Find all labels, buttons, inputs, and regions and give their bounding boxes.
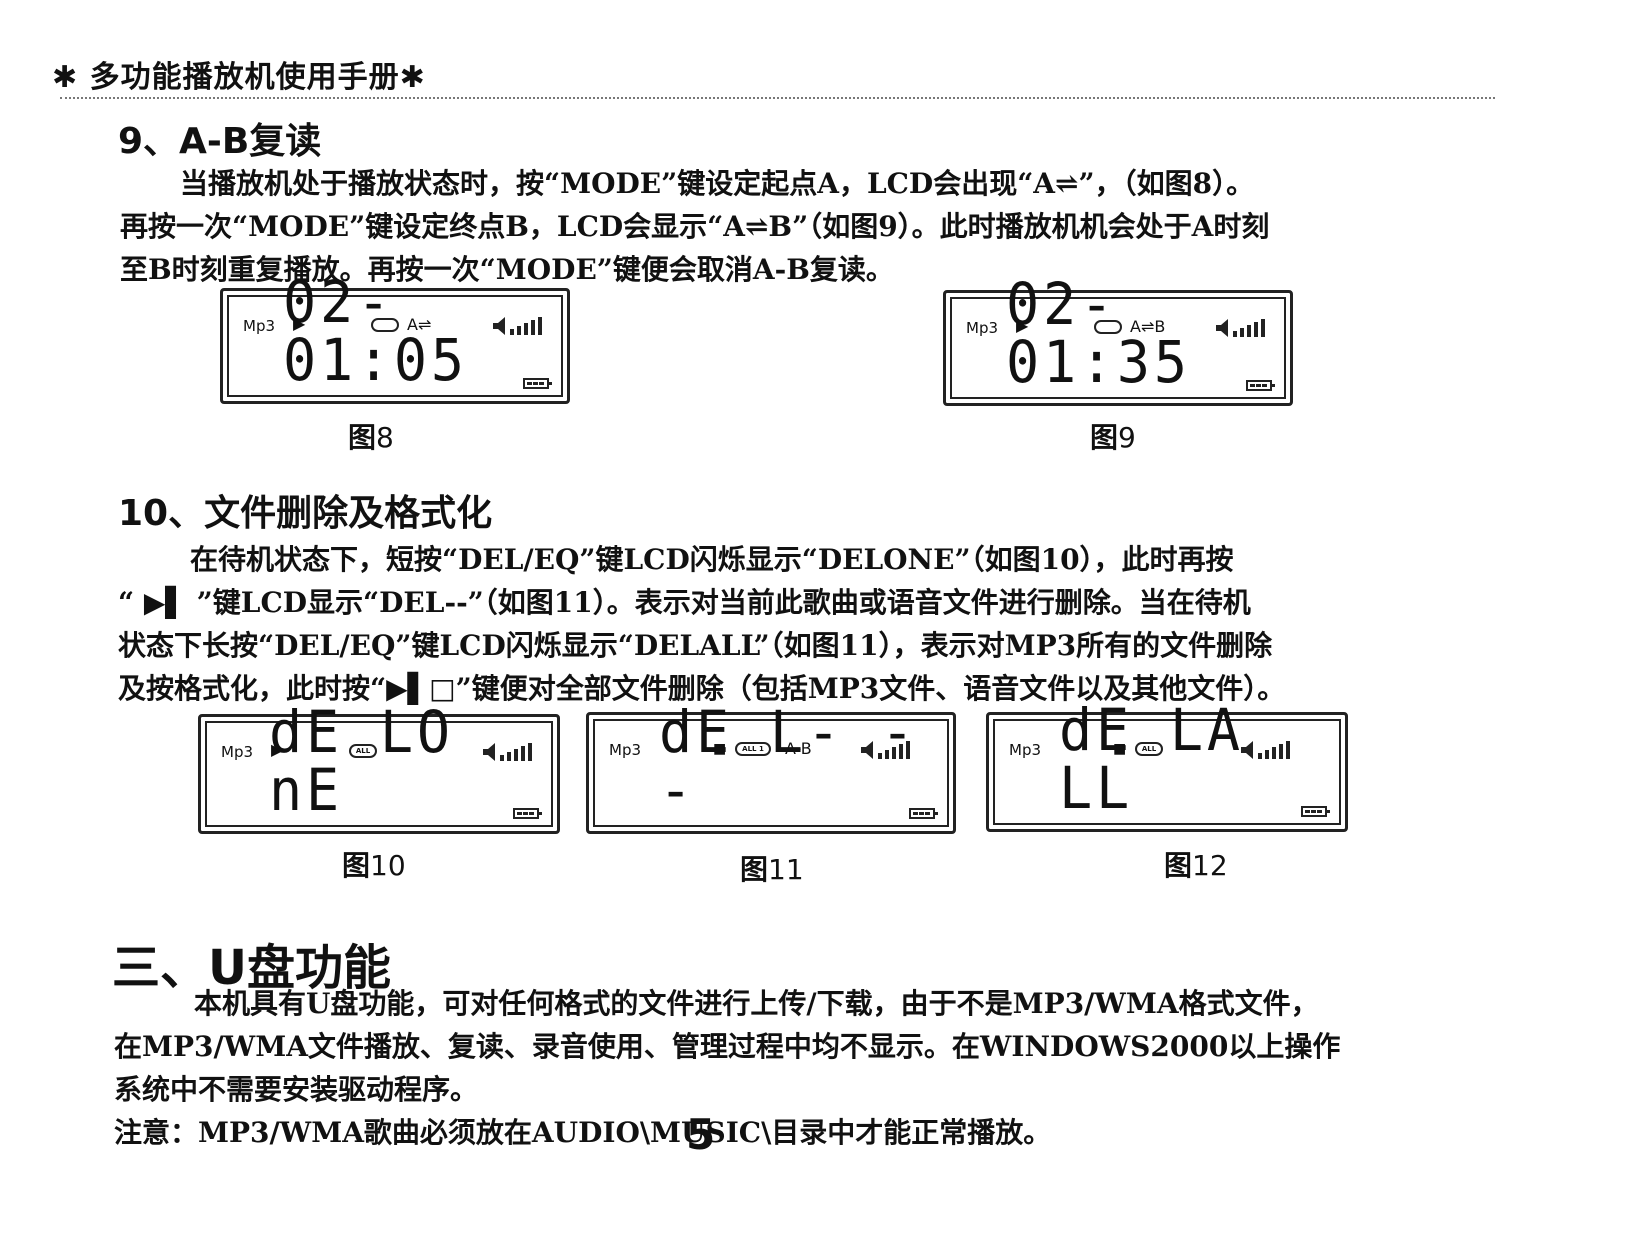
battery-icon: [1301, 806, 1330, 817]
caption-number: 10: [370, 849, 406, 882]
section-ab-heading: 9、A-B复读: [118, 121, 322, 162]
volume-icon: [861, 741, 910, 759]
lcd-digit-display: 02-01:05: [283, 268, 468, 394]
paragraph-line: 至B时刻重复播放。再按一次“MODE”键便会取消A-B复读。: [120, 253, 894, 286]
paragraph-line: 注意：MP3/WMA歌曲必须放在AUDIO\MUSIC\目录中才能正常播放。: [114, 1116, 1052, 1149]
all-one-badge: ALL 1: [735, 742, 771, 756]
play-icon: ▶: [271, 740, 284, 759]
caption-number: 12: [1192, 849, 1228, 882]
paragraph-line: 再按一次“MODE”键设定终点B，LCD会显示“A⇌B”（如图9）。此时播放机机…: [120, 210, 1270, 243]
paragraph-line: 本机具有U盘功能，可对任何格式的文件进行上传/下载，由于不是MP3/WMA格式文…: [194, 987, 1319, 1020]
lcd-mode-label: Mp3: [966, 319, 999, 337]
lcd-figure-11: Mp3 ■ ALL 1 A-B dE L- --: [586, 703, 956, 834]
paragraph-line: 及按格式化，此时按“▶▌□”键便对全部文件删除（包括MP3文件、语音文件以及其他…: [118, 672, 1286, 705]
battery-icon: [513, 808, 542, 819]
figure-12-caption: 图12: [1164, 844, 1228, 884]
lcd-digit-display: dE L- --: [659, 698, 918, 824]
section-udisk-paragraph: 本机具有U盘功能，可对任何格式的文件进行上传/下载，由于不是MP3/WMA格式文…: [114, 982, 1340, 1154]
lcd-mode-label: Mp3: [1009, 741, 1042, 759]
lcd-digit-display: dE LO nE: [269, 698, 454, 824]
header-divider: [60, 97, 1495, 99]
lcd-mode-label: Mp3: [221, 743, 254, 761]
section-ab-paragraph: 当播放机处于播放状态时，按“MODE”键设定起点A，LCD会出现“A⇌”，（如图…: [120, 162, 1269, 291]
caption-prefix: 图: [342, 849, 371, 882]
lcd-figure-10: Mp3 ▶ ALL dE LO nE: [198, 703, 560, 834]
caption-prefix: 图: [1164, 849, 1193, 882]
lcd-figure-8: Mp3 ▶ A⇌ 02-01:05: [220, 273, 570, 404]
figure-10-caption: 图10: [342, 844, 406, 884]
lcd-mode-label: Mp3: [243, 317, 276, 335]
lcd-ab-indicator: A⇌B: [1130, 317, 1166, 336]
lcd-mode-label: Mp3: [609, 741, 642, 759]
play-icon: ▶: [1016, 316, 1029, 335]
all-badge: ALL: [349, 744, 377, 758]
paragraph-line: 在待机状态下，短按“DEL/EQ”键LCD闪烁显示“DELONE”（如图10），…: [190, 543, 1234, 576]
caption-prefix: 图: [348, 421, 377, 454]
battery-icon: [1246, 380, 1275, 391]
figure-8-caption: 图8: [348, 416, 394, 456]
section-delete-paragraph: 在待机状态下，短按“DEL/EQ”键LCD闪烁显示“DELONE”（如图10），…: [118, 538, 1285, 710]
volume-icon: [1241, 741, 1290, 759]
volume-icon: [493, 317, 542, 335]
repeat-icon: [371, 318, 399, 332]
page-number: 5: [686, 1110, 716, 1159]
figure-9-caption: 图9: [1090, 416, 1136, 456]
manual-header-title: ✱ 多功能播放机使用手册✱: [52, 60, 426, 95]
paragraph-line: “ ▶▌ ”键LCD显示“DEL--”（如图11）。表示对当前此歌曲或语音文件进…: [118, 586, 1251, 619]
paragraph-line: 在MP3/WMA文件播放、复读、录音使用、管理过程中均不显示。在WINDOWS2…: [114, 1030, 1341, 1063]
lcd-ab-indicator: A-B: [785, 739, 812, 758]
battery-icon: [909, 808, 938, 819]
section-udisk-heading: 三、U盘功能: [112, 940, 391, 996]
stop-icon: ■: [713, 741, 727, 757]
lcd-digit-display: 02-01:35: [1006, 270, 1191, 396]
section-delete-heading: 10、文件删除及格式化: [118, 493, 493, 534]
caption-number: 11: [768, 853, 804, 886]
all-badge: ALL: [1135, 742, 1163, 756]
caption-prefix: 图: [740, 853, 769, 886]
volume-icon: [483, 743, 532, 761]
paragraph-line: 当播放机处于播放状态时，按“MODE”键设定起点A，LCD会出现“A⇌”，（如图…: [180, 167, 1255, 200]
lcd-status-row: Mp3 ■ ALL: [1009, 739, 1321, 763]
caption-prefix: 图: [1090, 421, 1119, 454]
lcd-status-row: Mp3 ▶ A⇌B: [966, 316, 1266, 341]
volume-icon: [1216, 319, 1265, 337]
lcd-figure-9: Mp3 ▶ A⇌B 02-01:35: [943, 275, 1293, 406]
lcd-status-row: Mp3 ▶ ALL: [221, 740, 533, 765]
figure-11-caption: 图11: [740, 848, 804, 888]
caption-number: 8: [376, 421, 394, 454]
stop-icon: ■: [1113, 741, 1127, 757]
lcd-figure-12: Mp3 ■ ALL dE LA LL: [986, 701, 1348, 832]
paragraph-line: 系统中不需要安装驱动程序。: [114, 1073, 479, 1106]
lcd-digit-display: dE LA LL: [1059, 696, 1244, 822]
battery-icon: [523, 378, 552, 389]
caption-number: 9: [1118, 421, 1136, 454]
lcd-status-row: Mp3 ▶ A⇌: [243, 314, 543, 339]
play-icon: ▶: [293, 314, 306, 333]
paragraph-line: 状态下长按“DEL/EQ”键LCD闪烁显示“DELALL”（如图11），表示对M…: [118, 629, 1273, 662]
repeat-icon: [1094, 320, 1122, 334]
lcd-ab-indicator: A⇌: [407, 315, 432, 334]
lcd-status-row: Mp3 ■ ALL 1 A-B: [609, 739, 929, 763]
